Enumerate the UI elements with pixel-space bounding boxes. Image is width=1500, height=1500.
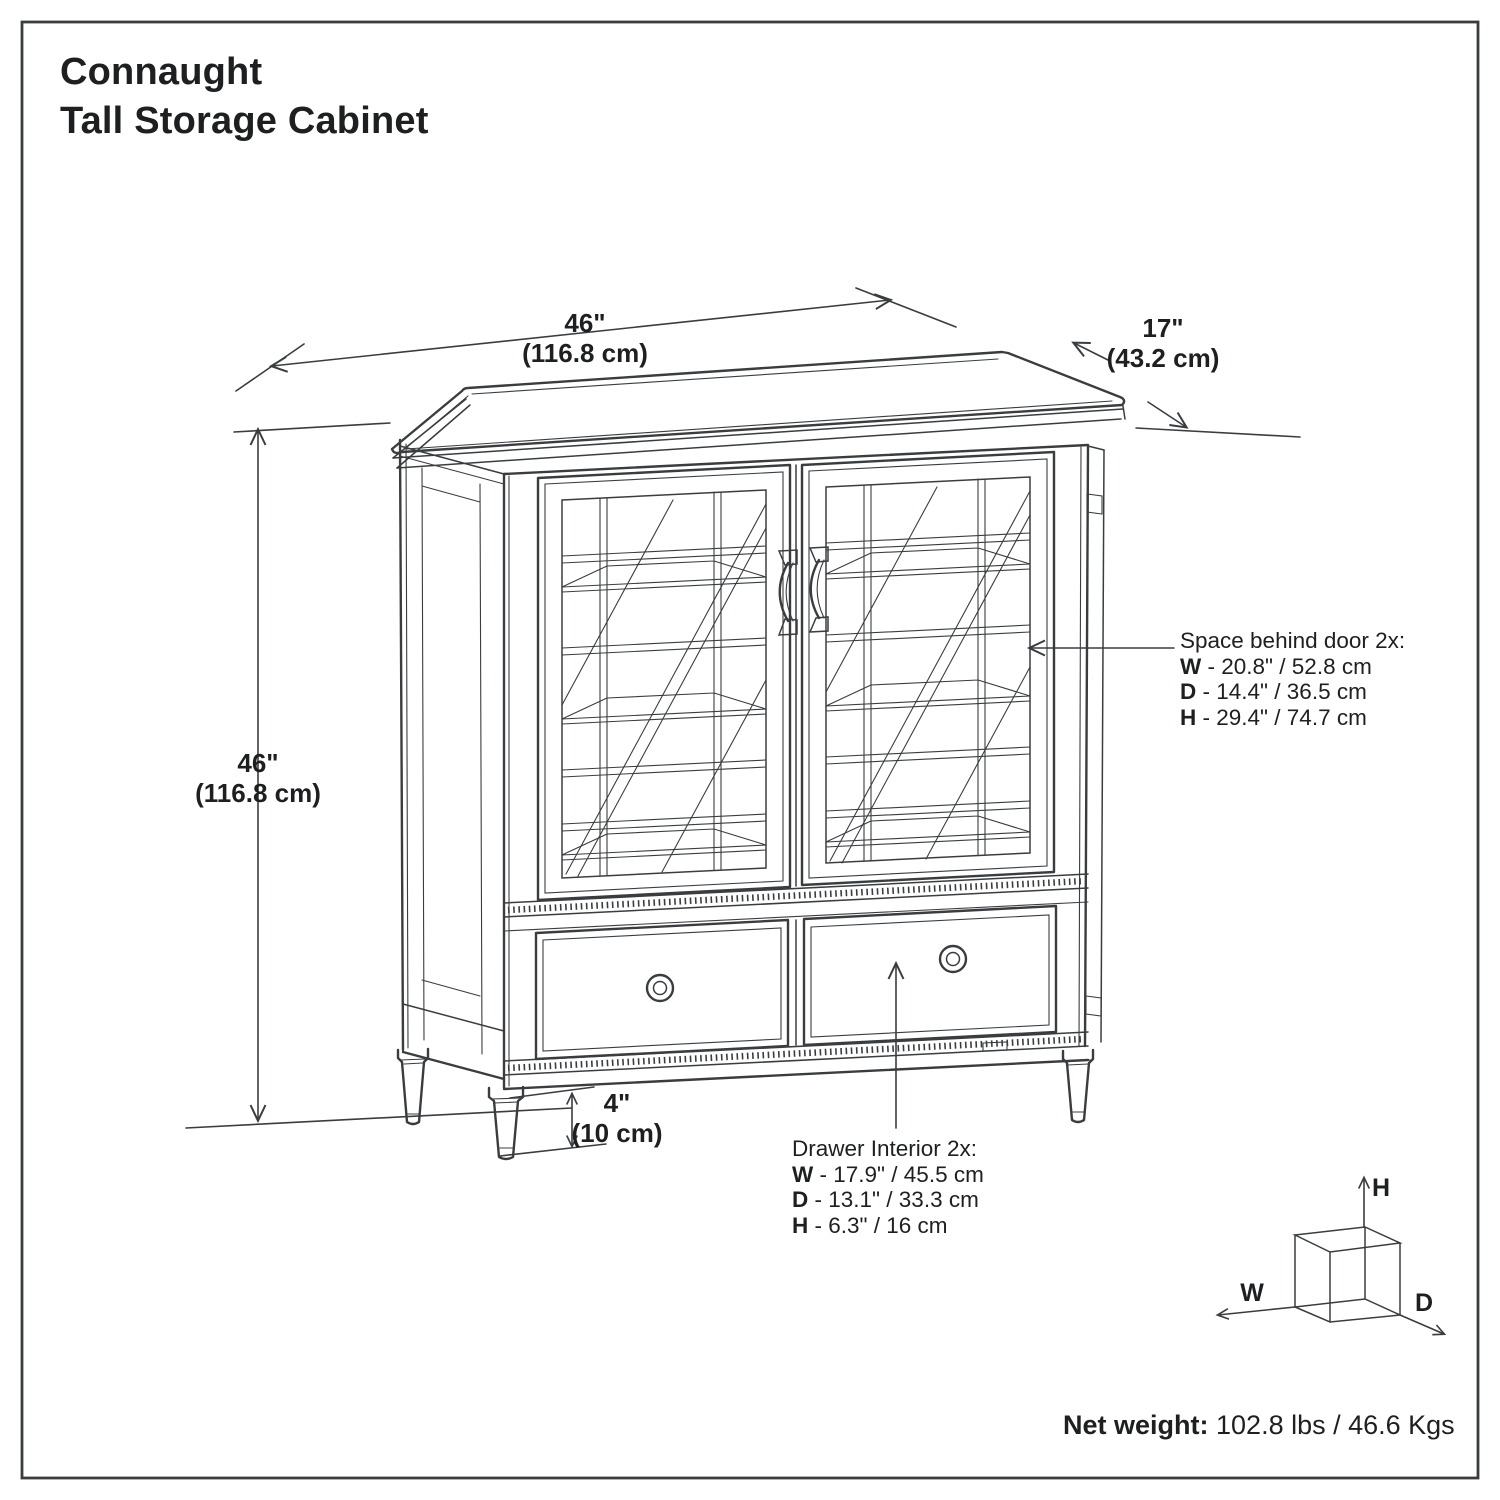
height-inches: 46" xyxy=(237,748,279,778)
annotation-row: W - 20.8" / 52.8 cm xyxy=(1180,653,1372,679)
front-left-leg xyxy=(487,1085,525,1161)
net-weight-label: Net weight: xyxy=(1063,1410,1209,1440)
cabinet-drawing xyxy=(390,350,1126,1161)
drawer-section xyxy=(502,873,1090,1091)
space-behind-door-annotation: Space behind door 2x: W - 20.8" / 52.8 c… xyxy=(1180,628,1405,730)
leg-height-dimension-label: 4" (10 cm) xyxy=(571,1088,662,1148)
annotation-row: H - 6.3" / 16 cm xyxy=(792,1212,948,1238)
net-weight: Net weight: 102.8 lbs / 46.6 Kgs xyxy=(1063,1410,1455,1441)
page-border xyxy=(20,20,1480,1480)
right-door-shelves xyxy=(825,547,1031,848)
left-door-glass-reflections xyxy=(561,499,767,877)
left-door-shelves xyxy=(561,560,767,861)
depth-dimension-label: 17" (43.2 cm) xyxy=(1107,313,1220,373)
leg-inches: 4" xyxy=(603,1088,631,1118)
left-drawer xyxy=(534,918,790,1061)
hinge-top xyxy=(1086,493,1103,515)
annotation-row: D - 14.4" / 36.5 cm xyxy=(1180,679,1367,704)
front-frame xyxy=(502,443,1105,1090)
right-drawer xyxy=(802,904,1058,1047)
d-axis-arrow xyxy=(1399,1314,1447,1336)
drawer-interior-annotation: Drawer Interior 2x: W - 17.9" / 45.5 cm … xyxy=(792,1136,984,1238)
right-door-glass-reflections xyxy=(825,486,1031,864)
dimension-width xyxy=(235,287,957,392)
dimension-height xyxy=(185,422,573,1129)
width-dimension-label: 46" (116.8 cm) xyxy=(522,308,648,368)
annotation-row: H - 29.4" / 74.7 cm xyxy=(1180,704,1367,730)
right-door xyxy=(795,450,1056,887)
axis-label-d: D xyxy=(1414,1289,1434,1317)
front-right-leg xyxy=(1061,1048,1095,1124)
dimension-leg-height xyxy=(499,1086,607,1157)
right-door-handle xyxy=(808,546,829,633)
height-cm: (116.8 cm) xyxy=(195,778,321,808)
left-side-panel xyxy=(398,438,506,1081)
annotation-heading: Drawer Interior 2x: xyxy=(792,1136,978,1161)
width-cm: (116.8 cm) xyxy=(522,338,648,368)
door-handles xyxy=(777,546,829,636)
annotation-row: D - 13.1" / 33.3 cm xyxy=(792,1187,979,1212)
width-inches: 46" xyxy=(564,308,606,338)
w-axis-arrow xyxy=(1215,1306,1296,1320)
legs xyxy=(396,1047,1095,1161)
depth-cm: (43.2 cm) xyxy=(1106,343,1220,373)
left-door-handle xyxy=(777,549,798,636)
axis-label-h: H xyxy=(1371,1174,1391,1202)
title-line-2: Tall Storage Cabinet xyxy=(60,100,429,142)
leg-cm: (10 cm) xyxy=(571,1118,663,1148)
annotation-row: W - 17.9" / 45.5 cm xyxy=(792,1161,984,1187)
axis-cube-icon xyxy=(1215,1175,1447,1336)
left-door xyxy=(536,463,792,902)
hinge-bottom xyxy=(1085,995,1102,1017)
depth-inches: 17" xyxy=(1142,313,1184,343)
net-weight-value: 102.8 lbs / 46.6 Kgs xyxy=(1216,1410,1455,1440)
height-dimension-label: 46" (116.8 cm) xyxy=(195,748,321,808)
title-line-1: Connaught xyxy=(60,51,263,93)
annotation-heading: Space behind door 2x: xyxy=(1180,628,1406,653)
dimension-depth xyxy=(1071,341,1301,438)
back-left-leg xyxy=(396,1047,430,1126)
left-drawer-knob xyxy=(645,973,675,1003)
top-slab xyxy=(390,350,1126,469)
page-title: Connaught Tall Storage Cabinet xyxy=(60,48,429,146)
axis-label-w: W xyxy=(1240,1279,1264,1307)
right-drawer-knob xyxy=(938,944,968,974)
